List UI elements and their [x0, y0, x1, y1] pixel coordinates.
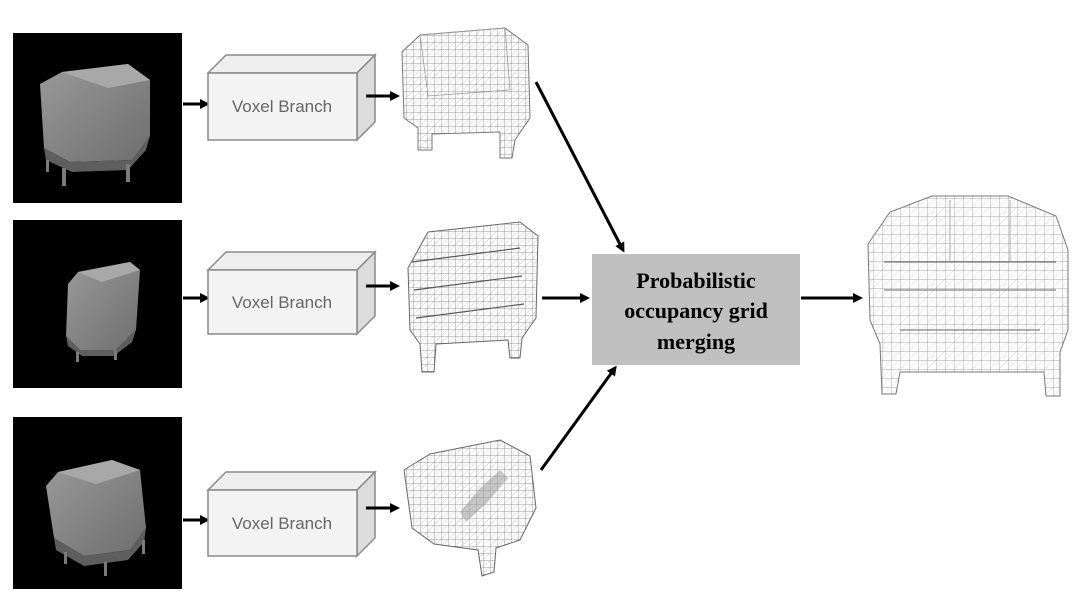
voxel-branch-box-1: Voxel Branch [206, 53, 377, 142]
voxel-branch-label-3: Voxel Branch [232, 514, 332, 533]
voxel-output-3 [403, 439, 537, 577]
arrow-voxel-to-merge-1 [534, 81, 625, 253]
voxel-branch-box-2: Voxel Branch [206, 250, 377, 336]
merge-label-line-3: merging [657, 329, 735, 354]
input-image-2 [13, 220, 182, 388]
voxel-output-1 [401, 27, 531, 159]
arrow-voxel-to-merge-3 [539, 365, 617, 471]
merge-box: Probabilistic occupancy grid merging [592, 254, 800, 365]
row-3: Voxel Branch [13, 417, 537, 589]
merged-voxel-output [867, 195, 1069, 397]
input-image-1 [13, 33, 182, 203]
merge-label-line-2: occupancy grid [624, 298, 768, 323]
input-image-3 [13, 417, 182, 589]
voxel-branch-label-2: Voxel Branch [232, 293, 332, 312]
merge-label-line-1: Probabilistic [636, 268, 756, 293]
voxel-branch-label-1: Voxel Branch [232, 97, 332, 116]
row-2: Voxel Branch [13, 220, 590, 388]
row-1: Voxel Branch [13, 27, 531, 203]
voxel-branch-box-3: Voxel Branch [206, 470, 377, 558]
voxel-output-2 [407, 221, 539, 373]
